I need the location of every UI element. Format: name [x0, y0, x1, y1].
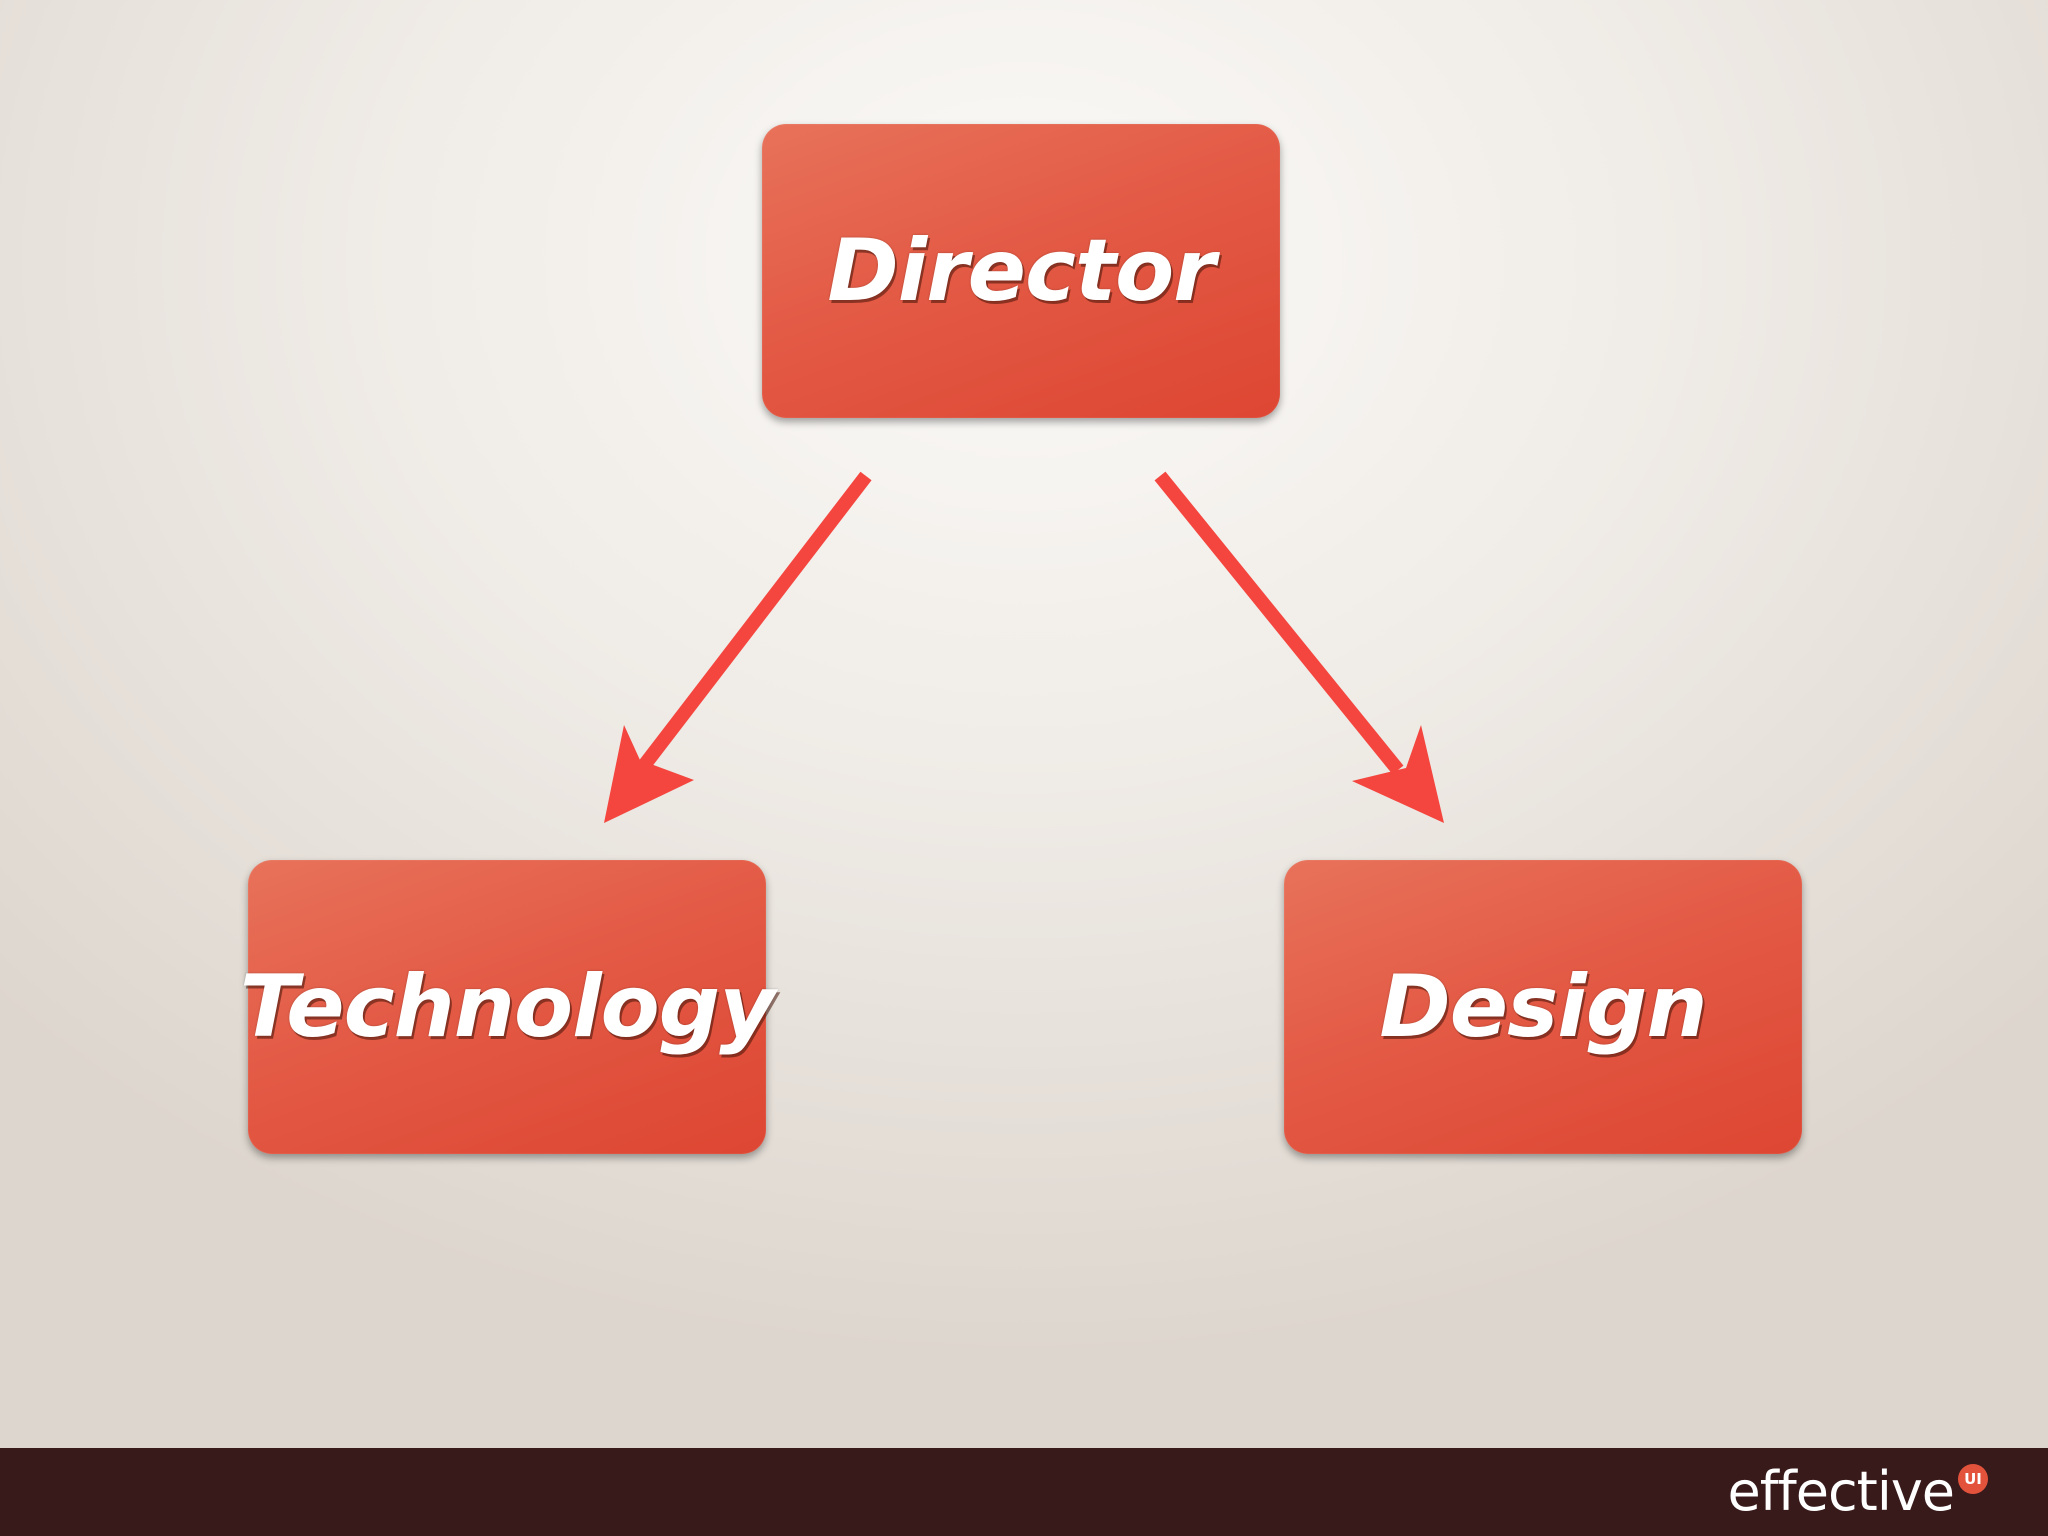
slide-canvas: Director Technology Design — [0, 0, 2048, 1448]
footer-bar: effective UI — [0, 1448, 2048, 1536]
node-label-technology: Technology — [239, 957, 776, 1057]
node-label-director: Director — [827, 221, 1215, 321]
node-label-design: Design — [1379, 957, 1707, 1057]
logo-wordmark: effective — [1727, 1460, 1955, 1523]
arrows-layer — [604, 471, 1444, 823]
node-technology: Technology — [240, 860, 775, 1154]
effective-ui-logo: effective UI — [1727, 1462, 1988, 1522]
arrow-director-to-technology — [604, 471, 872, 823]
arrow-head — [604, 725, 694, 823]
logo-badge: UI — [1958, 1464, 1988, 1494]
node-director: Director — [762, 124, 1280, 418]
node-design: Design — [1284, 860, 1802, 1154]
arrow-head — [1352, 725, 1444, 823]
arrow-shaft — [1154, 471, 1404, 775]
arrow-shaft — [630, 471, 872, 781]
arrow-director-to-design — [1154, 471, 1444, 823]
